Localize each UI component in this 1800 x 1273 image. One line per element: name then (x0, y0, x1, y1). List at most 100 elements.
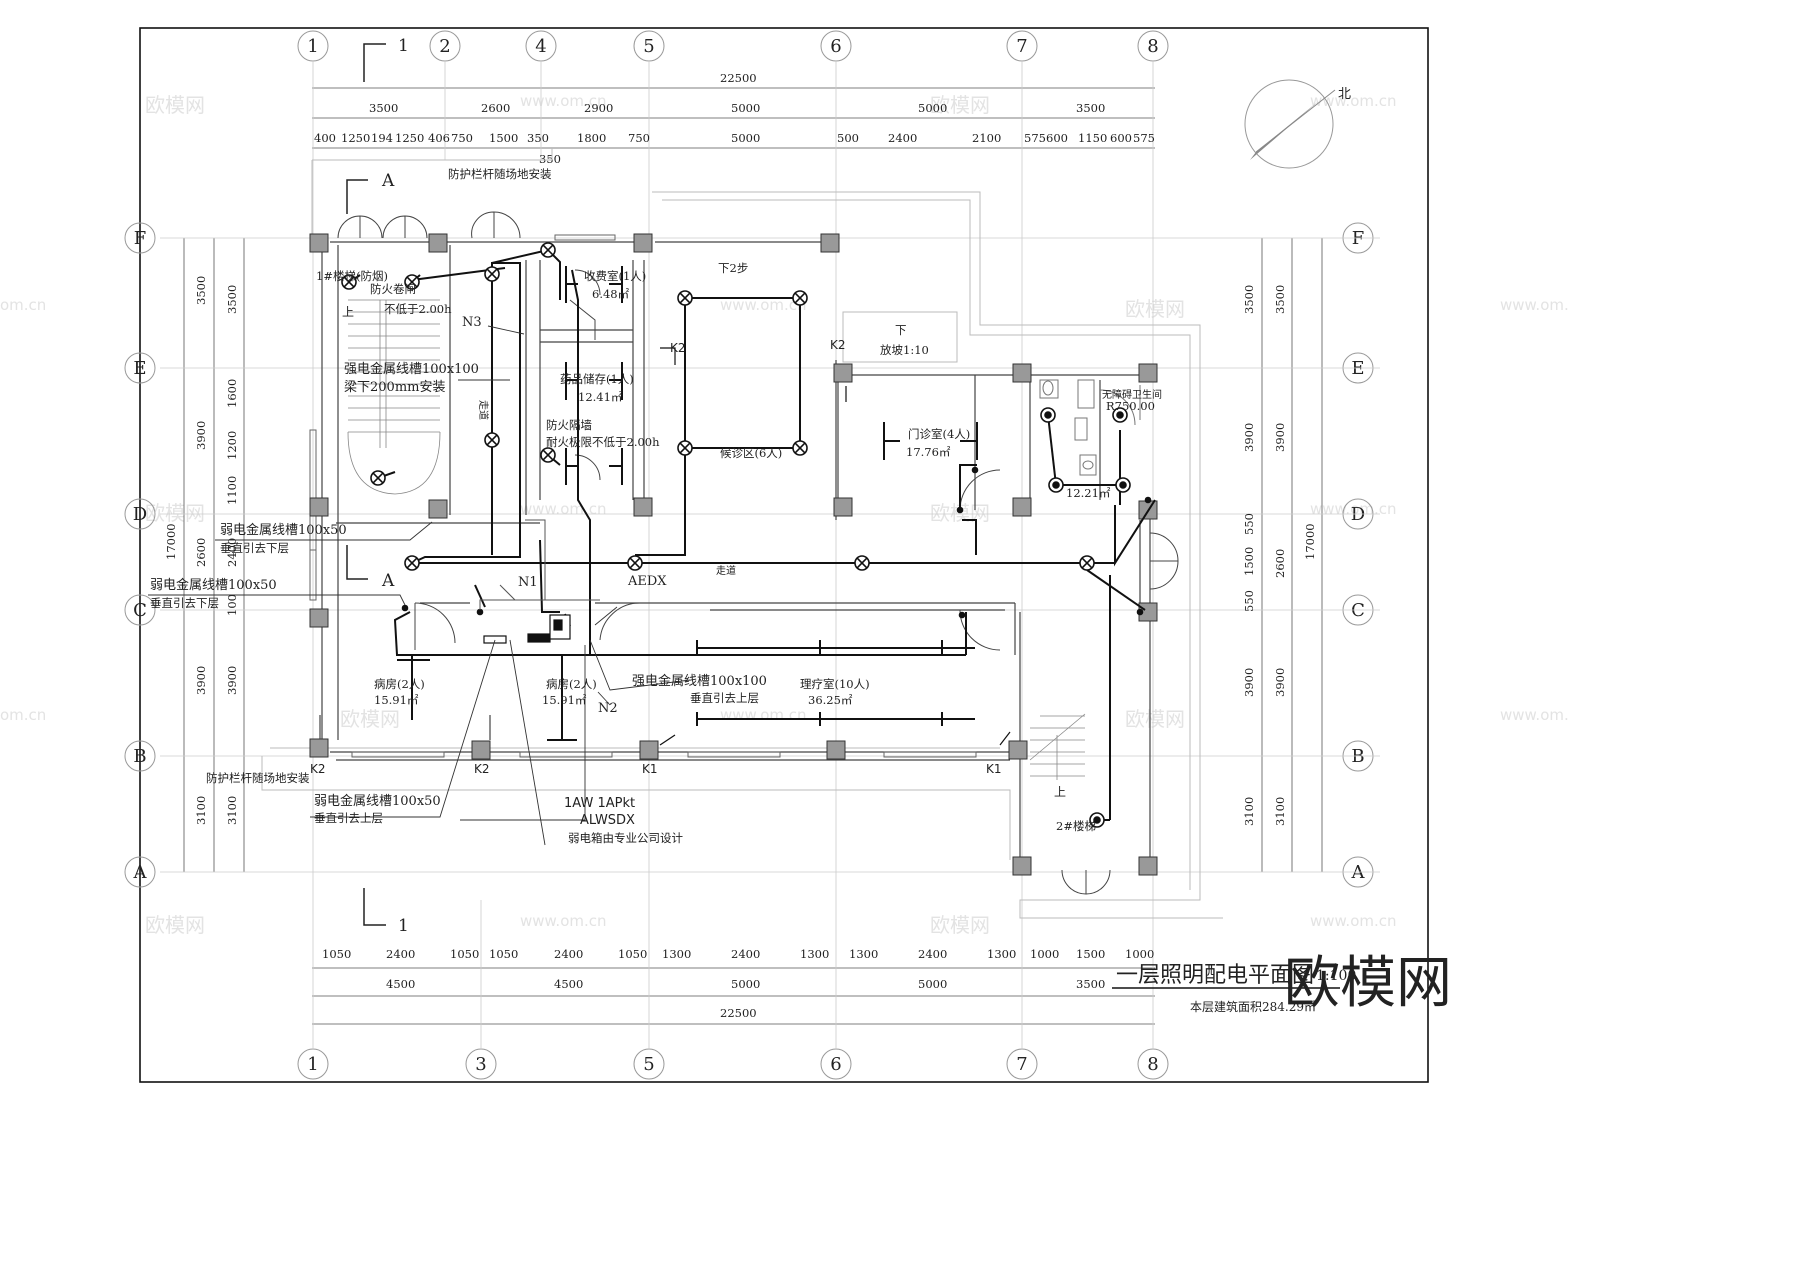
dim-bottom-row1: 2400 (918, 947, 947, 961)
dim-bottom-row1: 1300 (987, 947, 1016, 961)
dim-right-mid: 3100 (1242, 797, 1256, 826)
switch-k2: K2 (670, 341, 686, 355)
watermark-text: 欧模网 (930, 93, 990, 117)
ceiling-light-icon (854, 555, 870, 571)
axis-bubble: 5 (633, 1048, 665, 1080)
circuit-n3: N3 (462, 315, 482, 330)
circuit-n2: N2 (598, 701, 618, 716)
wall-light-icon (1112, 407, 1128, 423)
ceiling-light-icon (484, 266, 500, 282)
column (1012, 363, 1032, 383)
dim-left-mid: 1600 (225, 379, 239, 408)
switch-k1: K1 (986, 762, 1002, 776)
ceiling-light-icon (677, 290, 693, 306)
axis-bubble: A (124, 856, 156, 888)
switch-k2: K2 (830, 338, 846, 352)
fire-wall-label: 耐火极限不低于2.00h (546, 435, 660, 449)
north-label: 北 (1338, 87, 1351, 102)
column (428, 499, 448, 519)
dim-bottom-row1: 2400 (554, 947, 583, 961)
switch-icon (1144, 496, 1152, 504)
drawing-frame (139, 27, 1429, 1083)
dim-top-row3: 5000 (731, 131, 760, 145)
dim-left-total: 17000 (164, 523, 178, 560)
axis-bubble: 7 (1006, 1048, 1038, 1080)
watermark-url: www.om.cn (720, 706, 807, 724)
ceiling-light-icon (792, 440, 808, 456)
column (1012, 856, 1032, 876)
column (833, 363, 853, 383)
dim-top-row3: 750 (628, 131, 650, 145)
ceiling-light-icon (540, 447, 556, 463)
watermark-url: om.cn (0, 296, 46, 314)
dim-top-row3: 350 (527, 131, 549, 145)
dim-top-row3: 194 (371, 131, 393, 145)
room-label: 病房(2人) (546, 677, 597, 691)
tray-label: 垂直引去上层 (314, 811, 383, 825)
watermark-url: www.om.cn (520, 912, 607, 930)
column (428, 233, 448, 253)
axis-label: 8 (1147, 36, 1158, 57)
dim-bottom-row1: 2400 (731, 947, 760, 961)
panel-boxes (483, 614, 571, 644)
dim-left-mid: 3500 (225, 285, 239, 314)
watermark-url: www.om.cn (1500, 706, 1568, 724)
dim-left-outer: 3100 (194, 796, 208, 825)
watermark-url: www.om.cn (1500, 296, 1568, 314)
dim-top-row3: 1250 (341, 131, 370, 145)
axis-label: C (133, 600, 147, 621)
dim-left-mid: 3100 (225, 796, 239, 825)
watermark-text: 欧模网 (145, 913, 205, 937)
section-mark-1: 1 (398, 916, 409, 936)
switch-icon (971, 466, 979, 474)
building-outline (261, 148, 1223, 919)
dim-top-row2: 3500 (369, 101, 398, 115)
stair-up: 上 (342, 305, 354, 319)
column (1138, 363, 1158, 383)
dim-right-outer: 3500 (1273, 285, 1287, 314)
leader-lines (148, 325, 691, 846)
tray-label: 垂直引去下层 (150, 596, 219, 610)
dim-bottom-row2: 4500 (554, 977, 583, 991)
tray-label: 垂直引去上层 (690, 691, 759, 705)
dim-left-mid: 2600 (194, 538, 208, 567)
column (1012, 497, 1032, 517)
dim-top-row3: 1800 (577, 131, 606, 145)
dim-bottom-row2: 4500 (386, 977, 415, 991)
axis-label: 4 (535, 36, 546, 57)
axis-bubble: 8 (1137, 30, 1169, 62)
column (1138, 856, 1158, 876)
axis-label: 6 (830, 36, 841, 57)
axis-label: 2 (439, 36, 450, 57)
ceiling-light-icon (677, 440, 693, 456)
column (633, 497, 653, 517)
dim-top-total: 22500 (720, 71, 757, 85)
dim-bottom-row1: 1050 (322, 947, 351, 961)
axis-bubble: 3 (465, 1048, 497, 1080)
watermark-text: 欧模网 (145, 501, 205, 525)
dim-top-row3: 500 (837, 131, 859, 145)
dim-top-row2: 3500 (1076, 101, 1105, 115)
tray-label: 弱电金属线槽100x50 (314, 793, 441, 809)
section-mark-a: A (381, 571, 395, 591)
dim-bottom-row1: 1300 (662, 947, 691, 961)
axis-label: E (133, 358, 146, 379)
column (309, 233, 329, 253)
weak-box-note: 弱电箱由专业公司设计 (568, 831, 683, 845)
step-label: 下2步 (718, 261, 748, 275)
dim-left-mid: 3900 (225, 666, 239, 695)
wall-light-icon (1040, 407, 1056, 423)
north-arrow: 北 (1244, 79, 1351, 169)
watermark-url: www.om.cn (1310, 500, 1397, 518)
switch-icon (956, 506, 964, 514)
dimension-text-group: 22500 3500 2600 2900 5000 5000 3500 400 … (314, 71, 1155, 1020)
axis-bubble: 6 (820, 1048, 852, 1080)
section-mark-labels: 1 A A 1 (381, 36, 409, 936)
wiring (349, 249, 1156, 821)
dim-right-mid: 550 (1242, 513, 1256, 535)
axis-label: B (1351, 746, 1364, 767)
axis-bubble: D (124, 498, 156, 530)
axis-label: 8 (1147, 1054, 1158, 1075)
room-area: 15.91㎡ (374, 693, 419, 707)
ceiling-light-icon (540, 242, 556, 258)
